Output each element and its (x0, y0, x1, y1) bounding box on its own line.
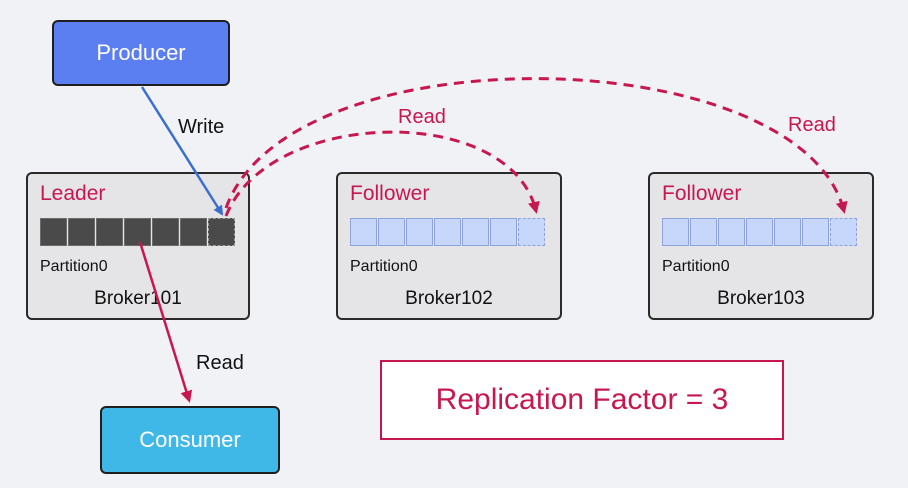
log-segment (662, 218, 689, 246)
partition-label: Partition0 (662, 258, 730, 275)
log-segment (96, 218, 123, 246)
replica-read-arrow-102 (224, 130, 540, 217)
broker-role-label: Follower (350, 182, 430, 205)
log-segment-new (830, 218, 857, 246)
broker-name: Broker102 (405, 288, 493, 309)
log-segment (350, 218, 377, 246)
log-segment (40, 218, 67, 246)
replica-read-label-103: Read (788, 114, 836, 136)
log-segment (378, 218, 405, 246)
log-segment (68, 218, 95, 246)
log-segment (152, 218, 179, 246)
log-segment (180, 218, 207, 246)
partition-log (662, 218, 858, 248)
consumer-label: Consumer (139, 427, 241, 452)
log-segment (802, 218, 829, 246)
write-arrow (140, 86, 224, 216)
log-segment (746, 218, 773, 246)
broker-role-label: Follower (662, 182, 742, 205)
replication-factor-box: Replication Factor = 3 (380, 360, 784, 440)
log-segment (690, 218, 717, 246)
broker-101: Leader Partition0 Broker101 (26, 172, 250, 320)
partition-log (40, 218, 236, 248)
replication-factor-label: Replication Factor = 3 (435, 383, 729, 416)
log-segment-new (208, 218, 235, 246)
consumer-read-label: Read (196, 352, 244, 374)
log-segment (774, 218, 801, 246)
log-segment (462, 218, 489, 246)
log-segment (490, 218, 517, 246)
replica-read-arrow-103 (224, 77, 848, 214)
replica-read-label-102: Read (398, 106, 446, 128)
partition-label: Partition0 (40, 258, 108, 275)
partition-log (350, 218, 546, 248)
broker-103: Follower Partition0 Broker103 (648, 172, 874, 320)
consumer-read-arrow (138, 241, 193, 403)
log-segment-new (518, 218, 545, 246)
producer-label: Producer (96, 40, 186, 65)
partition-label: Partition0 (350, 258, 418, 275)
broker-role-label: Leader (40, 182, 106, 205)
broker-name: Broker103 (717, 288, 805, 309)
consumer-node: Consumer (100, 406, 280, 474)
log-segment (718, 218, 745, 246)
log-segment (434, 218, 461, 246)
log-segment (124, 218, 151, 246)
broker-102: Follower Partition0 Broker102 (336, 172, 562, 320)
write-label: Write (178, 116, 225, 138)
log-segment (406, 218, 433, 246)
producer-node: Producer (52, 20, 230, 86)
